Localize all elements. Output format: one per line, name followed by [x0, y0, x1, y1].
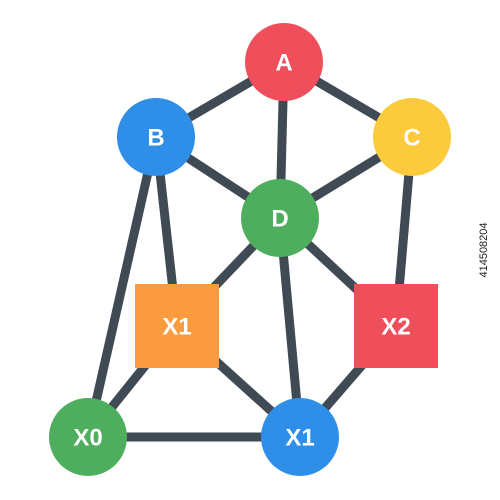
node-x1c: X1	[261, 398, 339, 476]
node-x1s: X1	[135, 284, 219, 368]
node-x1c-label: X1	[285, 425, 314, 452]
node-x0: X0	[49, 398, 127, 476]
node-c-label: C	[403, 125, 420, 152]
node-x2: X2	[354, 284, 438, 368]
stock-id-watermark: 414508204	[478, 222, 490, 278]
node-b-label: B	[147, 125, 164, 152]
node-d-circle	[241, 179, 319, 257]
node-x1s-label: X1	[162, 314, 191, 341]
node-c-circle	[373, 98, 451, 176]
edge-b-x0	[83, 132, 161, 442]
node-c: C	[373, 98, 451, 176]
node-a-circle	[245, 23, 323, 101]
node-x1c-circle	[261, 398, 339, 476]
node-x1s-square	[135, 284, 219, 368]
node-a-label: A	[275, 50, 292, 77]
node-x2-label: X2	[381, 314, 410, 341]
node-d: D	[241, 179, 319, 257]
node-b-circle	[117, 98, 195, 176]
node-d-label: D	[271, 206, 288, 233]
node-b: B	[117, 98, 195, 176]
node-x2-square	[354, 284, 438, 368]
node-x0-circle	[49, 398, 127, 476]
node-x0-label: X0	[73, 425, 102, 452]
node-a: A	[245, 23, 323, 101]
